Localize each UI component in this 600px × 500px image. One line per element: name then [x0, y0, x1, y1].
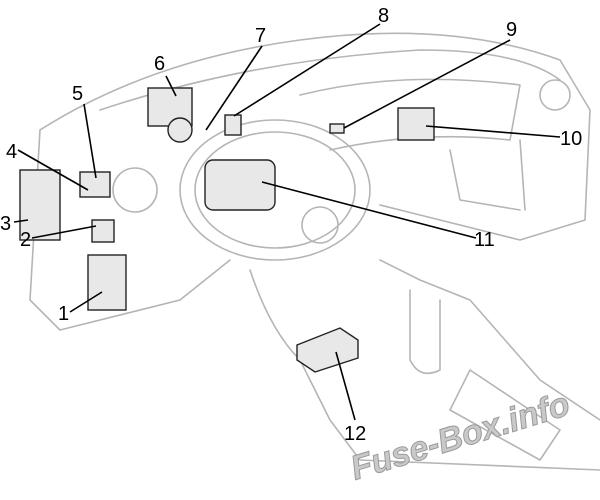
module-10	[397, 107, 435, 141]
leader-line	[31, 225, 97, 239]
module-1	[87, 254, 127, 311]
leader-line	[17, 149, 89, 191]
leader-line	[335, 351, 356, 421]
callout-label: 11	[474, 229, 495, 251]
callout-label: 10	[560, 128, 582, 150]
leader-line	[165, 75, 177, 97]
callout-label: 5	[72, 83, 83, 105]
watermark: Fuse-Box.info	[346, 385, 574, 488]
module-11	[204, 159, 276, 211]
module-3	[19, 169, 61, 241]
leader-line	[343, 39, 511, 129]
module-12	[296, 327, 359, 373]
module-2	[91, 219, 115, 243]
leader-line	[13, 219, 29, 223]
leader-line	[83, 103, 97, 179]
module-8	[224, 114, 242, 136]
callout-label: 12	[344, 423, 366, 445]
leader-line	[233, 23, 381, 117]
callout-label: 9	[506, 19, 517, 41]
modules	[19, 87, 435, 373]
callout-label: 6	[154, 53, 165, 75]
leader-line	[425, 125, 561, 138]
module-7	[167, 117, 193, 143]
leader-line	[205, 45, 263, 131]
callout-label: 8	[378, 5, 389, 27]
callout-label: 1	[58, 303, 69, 325]
callout-label: 2	[20, 229, 31, 251]
callout-label: 3	[0, 213, 11, 235]
module-9	[329, 123, 345, 134]
callout-label: 7	[255, 25, 266, 47]
callout-label: 4	[6, 141, 17, 163]
leader-line	[69, 291, 103, 313]
leader-line	[261, 181, 477, 239]
dashboard-outline	[29, 32, 600, 471]
